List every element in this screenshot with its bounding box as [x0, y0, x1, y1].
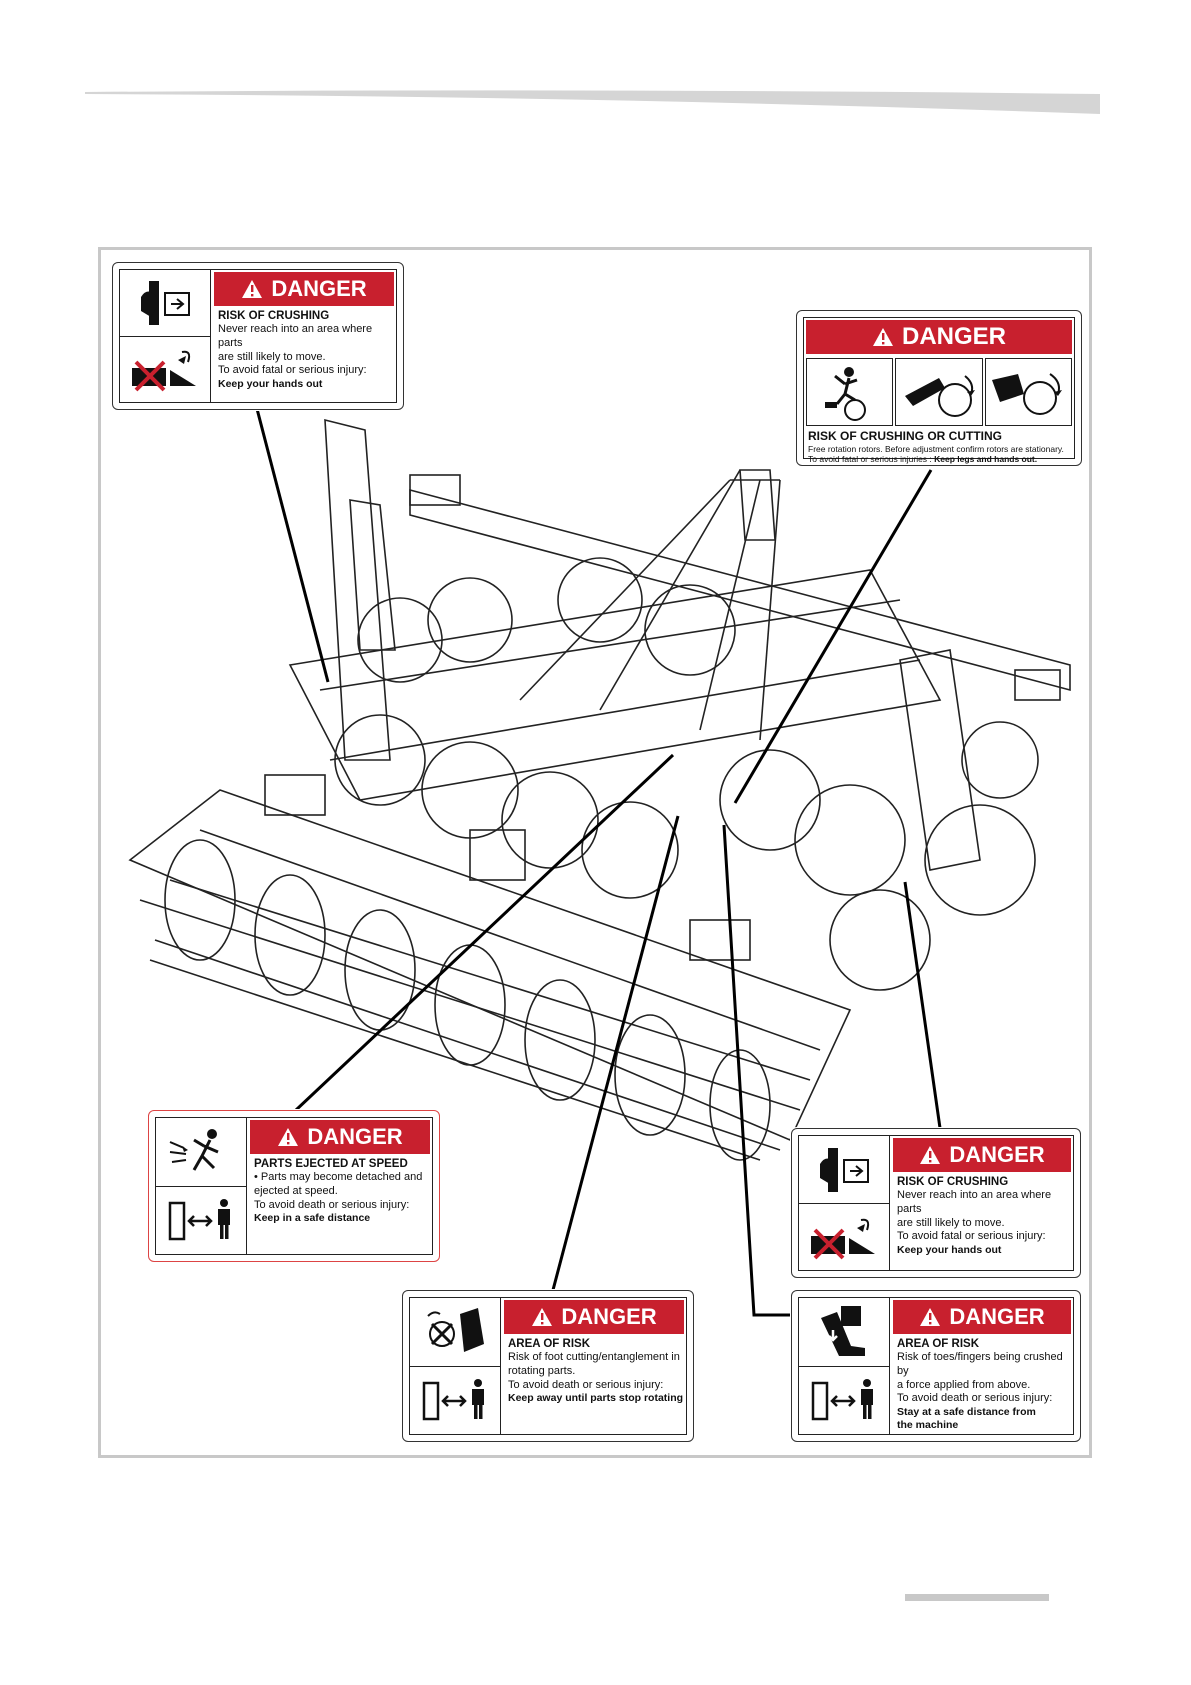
danger-label-crushing-cutting-top-right: DANGER: [796, 310, 1082, 466]
emphasis-line: Keep your hands out: [897, 1244, 1002, 1257]
emphasis-line: To avoid fatal or serious injuries : Kee…: [808, 454, 1070, 464]
danger-header: DANGER: [893, 1138, 1071, 1172]
body-line: To avoid death or serious injury:: [897, 1392, 1053, 1405]
danger-heading: DANGER: [561, 1304, 657, 1329]
body-line: ejected at speed.: [254, 1184, 338, 1197]
emphasis-prefix: To avoid fatal or serious injuries :: [808, 454, 935, 465]
warning-triangle-icon: [872, 328, 893, 346]
pictogram-panel: [895, 358, 983, 426]
pictogram-panel: [120, 270, 211, 402]
warning-triangle-icon: [532, 1308, 553, 1326]
body-line: rotating parts.: [508, 1364, 576, 1377]
ejected-parts-icon: [169, 1129, 219, 1171]
emphasis-line: Stay at a safe distance from: [897, 1406, 1036, 1419]
body-line: • Parts may become detached and: [254, 1171, 423, 1184]
body-line: Risk of foot cutting/entanglement in: [508, 1351, 680, 1364]
body-line: Free rotation rotors. Before adjustment …: [808, 443, 1064, 454]
no-hands-icon: [811, 1218, 875, 1259]
foot-rotor-icon: [427, 1308, 484, 1352]
danger-heading: DANGER: [949, 1304, 1045, 1329]
danger-label-parts-ejected: DANGER PARTS EJECTED AT SPEED • Parts ma…: [148, 1110, 440, 1262]
warning-triangle-icon: [242, 280, 263, 298]
danger-header: DANGER: [806, 320, 1072, 354]
safe-distance-icon: [811, 1379, 873, 1421]
body-line: To avoid fatal or serious injury:: [218, 364, 367, 377]
danger-header: DANGER: [250, 1120, 430, 1154]
danger-heading: DANGER: [307, 1124, 403, 1149]
danger-label-area-of-risk-rotating: DANGER AREA OF RISK Risk of foot cutting…: [402, 1290, 694, 1442]
pictogram-panel: [410, 1298, 501, 1434]
warning-triangle-icon: [920, 1308, 941, 1326]
body-line: To avoid death or serious injury:: [508, 1378, 664, 1391]
warning-triangle-icon: [278, 1128, 299, 1146]
hazard-title: RISK OF CRUSHING: [218, 310, 330, 322]
emphasis-line: Keep in a safe distance: [254, 1212, 371, 1225]
pictogram-panel: [799, 1136, 890, 1270]
danger-label-area-of-risk-crushed: DANGER AREA OF RISK Risk of toes/fingers…: [791, 1290, 1081, 1442]
pictogram-panel: [984, 358, 1072, 426]
boot-crush-icon: [821, 1306, 865, 1356]
pictogram-row: [806, 358, 1072, 426]
safe-distance-icon: [168, 1199, 230, 1241]
body-line: Never reach into an area where parts: [218, 323, 373, 349]
emphasis-line: Keep away until parts stop rotating: [508, 1392, 684, 1405]
hand-crush-icon: [820, 1147, 869, 1192]
body-line: are still likely to move.: [218, 350, 326, 363]
footer-bar: [905, 1594, 1049, 1601]
safe-distance-icon: [422, 1379, 484, 1421]
emphasis-line: Keep your hands out: [218, 378, 323, 391]
body-line: Risk of toes/fingers being crushed by: [897, 1351, 1063, 1377]
pictogram-panel: [156, 1118, 247, 1254]
pictogram-panel: [806, 358, 894, 426]
person-falling-rotor-icon: [824, 367, 866, 421]
leg-rotor-icon: [904, 375, 975, 417]
hand-crush-icon: [141, 281, 190, 325]
danger-heading: DANGER: [271, 276, 367, 301]
hazard-title: PARTS EJECTED AT SPEED: [254, 1158, 408, 1170]
emphasis-text: Keep legs and hands out.: [934, 454, 1038, 465]
body-line: a force applied from above.: [897, 1378, 1031, 1391]
figure-frame: [98, 247, 1092, 1458]
body-line: To avoid death or serious injury:: [254, 1198, 410, 1211]
danger-label-crushing-right: DANGER RISK OF CRUSHING Never reach into…: [791, 1128, 1081, 1278]
hazard-title: RISK OF CRUSHING OR CUTTING: [808, 429, 1002, 443]
hand-rotor-icon: [992, 373, 1063, 415]
danger-header: DANGER: [214, 272, 394, 306]
emphasis-line: the machine: [897, 1419, 959, 1432]
body-line: To avoid fatal or serious injury:: [897, 1230, 1046, 1243]
danger-heading: DANGER: [949, 1142, 1045, 1167]
hazard-title: RISK OF CRUSHING: [897, 1176, 1009, 1188]
pictogram-panel: [799, 1298, 890, 1434]
hazard-title: AREA OF RISK: [897, 1338, 979, 1350]
danger-header: DANGER: [893, 1300, 1071, 1334]
body-line: Never reach into an area where parts: [897, 1189, 1052, 1215]
danger-header: DANGER: [504, 1300, 684, 1334]
header-swoosh: [85, 90, 1100, 114]
no-hands-icon: [132, 350, 196, 392]
hazard-title: AREA OF RISK: [508, 1338, 590, 1350]
warning-triangle-icon: [920, 1146, 941, 1164]
danger-label-crushing-top-left: DANGER RISK OF CRUSHING Never reach into…: [112, 262, 404, 410]
body-line: are still likely to move.: [897, 1216, 1005, 1229]
danger-heading: DANGER: [901, 323, 1006, 350]
